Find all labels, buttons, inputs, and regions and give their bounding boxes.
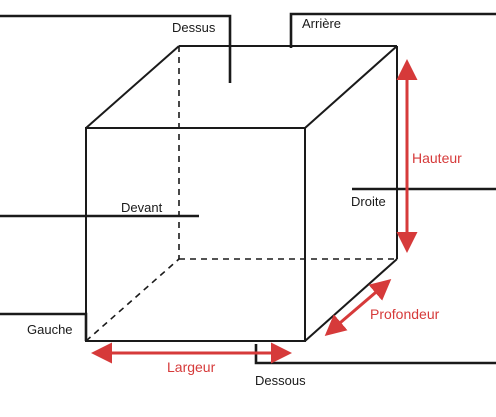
label-left: Gauche <box>27 322 73 337</box>
label-right: Droite <box>351 194 386 209</box>
leader-top <box>0 14 232 83</box>
dimension-arrows <box>91 59 418 364</box>
edge-top-right <box>304 45 398 129</box>
leader-left <box>0 312 88 341</box>
hidden-edge-left-bottom <box>85 258 180 342</box>
depth-arrow <box>324 279 392 336</box>
label-front: Devant <box>121 200 163 215</box>
leader-bottom <box>254 344 496 365</box>
label-top: Dessus <box>172 20 216 35</box>
leader-back <box>289 12 496 48</box>
edge-top-left <box>85 45 180 129</box>
front-face <box>85 127 306 342</box>
label-bottom: Dessous <box>255 373 306 388</box>
label-back: Arrière <box>302 16 341 31</box>
label-width: Largeur <box>167 359 216 375</box>
label-height: Hauteur <box>412 150 462 166</box>
label-depth: Profondeur <box>370 306 440 322</box>
hidden-edges <box>85 46 397 342</box>
edge-bottom-right <box>304 258 398 342</box>
